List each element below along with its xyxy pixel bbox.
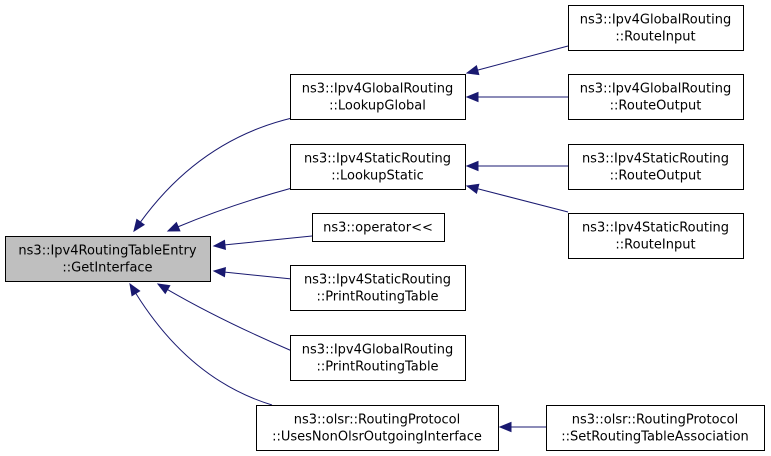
node-box xyxy=(568,5,744,51)
node-box xyxy=(568,213,744,259)
node-box xyxy=(546,405,765,451)
node-box xyxy=(568,144,744,190)
arrowhead-icon xyxy=(156,283,171,295)
node-label-line: ::GetInterface xyxy=(62,261,152,276)
edge-line xyxy=(140,117,293,223)
arrowhead-icon xyxy=(465,160,479,172)
arrowhead-icon xyxy=(465,64,480,76)
edge-static_print-to-root xyxy=(212,266,293,280)
node-label-line: ::PrintRoutingTable xyxy=(316,360,438,375)
edge-olsr_set-to-olsr_uses xyxy=(498,421,546,433)
node-box xyxy=(290,144,466,190)
node-label-line: ::RouteOutput xyxy=(610,99,702,114)
edge-line xyxy=(477,188,569,213)
edge-operator-to-root xyxy=(212,235,313,251)
edge-global_print-to-root xyxy=(156,283,293,352)
node-label-line: ns3::operator<< xyxy=(323,221,433,236)
edge-line xyxy=(167,289,293,352)
node-operator[interactable]: ns3::operator<< xyxy=(312,213,445,242)
arrowhead-icon xyxy=(498,421,512,433)
node-box xyxy=(290,335,466,381)
edge-static_route_output-to-lookup_static xyxy=(465,160,568,172)
node-box xyxy=(290,74,466,120)
edge-line xyxy=(224,271,293,280)
edges-layer xyxy=(129,45,569,433)
node-label-line: ns3::Ipv4StaticRouting xyxy=(582,221,729,236)
node-label-line: ::UsesNonOlsrOutgoingInterface xyxy=(272,430,482,445)
node-olsr-uses[interactable]: ns3::olsr::RoutingProtocol::UsesNonOlsrO… xyxy=(256,405,499,451)
arrowhead-icon xyxy=(465,183,480,194)
node-label-line: ::PrintRoutingTable xyxy=(316,290,438,305)
node-box xyxy=(568,74,744,120)
arrowhead-icon xyxy=(212,266,226,278)
node-label-line: ::RouteOutput xyxy=(610,169,702,184)
node-label-line: ns3::Ipv4StaticRouting xyxy=(304,273,451,288)
node-label-line: ::RouteInput xyxy=(615,30,695,45)
node-label-line: ::RouteInput xyxy=(615,238,695,253)
node-label-line: ns3::olsr::RoutingProtocol xyxy=(294,413,461,428)
edge-olsr_uses-to-root xyxy=(129,282,273,406)
node-label-line: ::LookupGlobal xyxy=(329,99,426,114)
node-label-line: ::SetRoutingTableAssociation xyxy=(561,430,749,445)
node-static-route-output[interactable]: ns3::Ipv4StaticRouting::RouteOutput xyxy=(568,144,744,190)
edge-global_route_input-to-lookup_global xyxy=(465,45,569,76)
node-root[interactable]: ns3::Ipv4RoutingTableEntry::GetInterface xyxy=(5,236,211,282)
node-global-route-output[interactable]: ns3::Ipv4GlobalRouting::RouteOutput xyxy=(568,74,744,120)
edge-lookup_global-to-root xyxy=(133,117,293,233)
node-box xyxy=(290,265,466,311)
edge-global_route_output-to-lookup_global xyxy=(465,91,568,103)
node-lookup-global[interactable]: ns3::Ipv4GlobalRouting::LookupGlobal xyxy=(290,74,466,120)
arrowhead-icon xyxy=(166,221,181,232)
node-static-print[interactable]: ns3::Ipv4StaticRouting::PrintRoutingTabl… xyxy=(290,265,466,311)
node-lookup-static[interactable]: ns3::Ipv4StaticRouting::LookupStatic xyxy=(290,144,466,190)
edge-static_route_input-to-lookup_static xyxy=(465,183,569,213)
node-label-line: ns3::Ipv4StaticRouting xyxy=(304,152,451,167)
node-global-print[interactable]: ns3::Ipv4GlobalRouting::PrintRoutingTabl… xyxy=(290,335,466,381)
arrowhead-icon xyxy=(212,239,226,251)
node-box xyxy=(256,405,499,451)
node-label-line: ns3::Ipv4StaticRouting xyxy=(582,152,729,167)
node-box xyxy=(312,213,445,242)
node-label-line: ns3::Ipv4GlobalRouting xyxy=(302,82,453,97)
edge-lookup_static-to-root xyxy=(166,187,293,232)
node-label-line: ns3::Ipv4RoutingTableEntry xyxy=(18,244,196,259)
node-label-line: ns3::olsr::RoutingProtocol xyxy=(572,413,739,428)
node-label-line: ::LookupStatic xyxy=(331,169,423,184)
node-label-line: ns3::Ipv4GlobalRouting xyxy=(580,82,731,97)
arrowhead-icon xyxy=(129,282,141,297)
arrowhead-icon xyxy=(465,91,479,103)
node-box xyxy=(5,236,211,282)
edge-line xyxy=(135,293,273,406)
node-static-route-input[interactable]: ns3::Ipv4StaticRouting::RouteInput xyxy=(568,213,744,259)
node-label-line: ns3::Ipv4GlobalRouting xyxy=(580,13,731,28)
nodes-layer: ns3::Ipv4RoutingTableEntry::GetInterface… xyxy=(5,5,765,451)
edge-line xyxy=(477,45,569,71)
node-global-route-input[interactable]: ns3::Ipv4GlobalRouting::RouteInput xyxy=(568,5,744,51)
edge-line xyxy=(177,187,293,228)
node-olsr-set[interactable]: ns3::olsr::RoutingProtocol::SetRoutingTa… xyxy=(546,405,765,451)
edge-line xyxy=(224,235,313,246)
arrowhead-icon xyxy=(133,218,145,233)
node-label-line: ns3::Ipv4GlobalRouting xyxy=(302,343,453,358)
